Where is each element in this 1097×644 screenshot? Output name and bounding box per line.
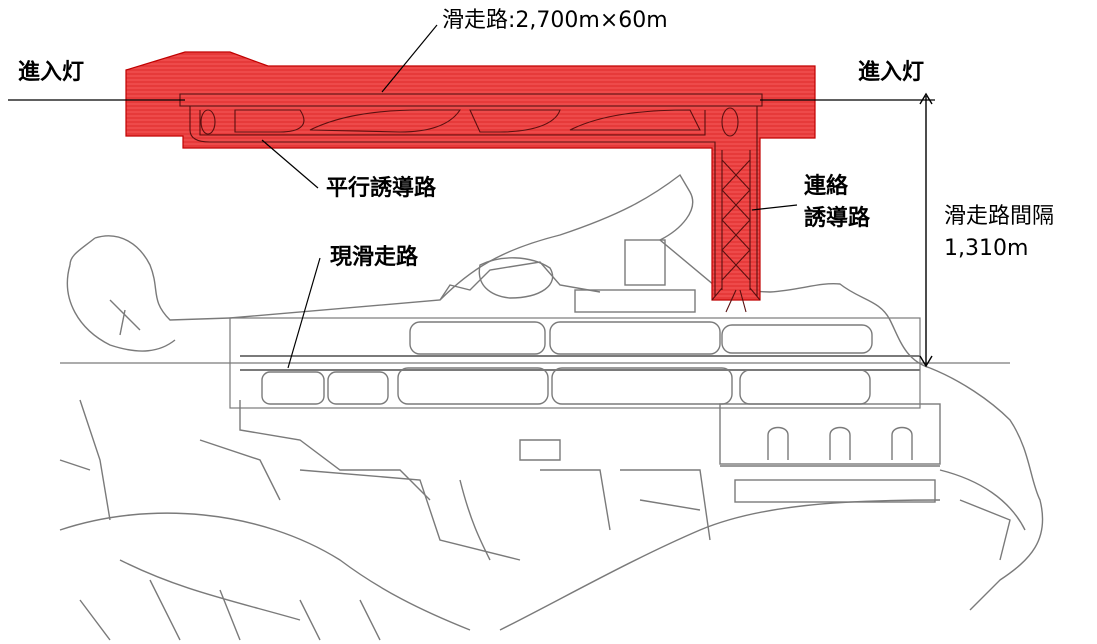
new-runway-plan [8, 51, 935, 313]
existing-runway-label: 現滑走路 [330, 245, 419, 270]
approach-light-label-left: 進入灯 [18, 60, 85, 85]
leader-lines [261, 24, 798, 369]
runway-spacing-label-line1: 滑走路間隔 [944, 204, 1055, 229]
runway-spacing-label-line2: 1,310m [944, 236, 1029, 261]
runway-spec-label: 滑走路:2,700m×60m [442, 8, 668, 33]
new-runway-area [125, 51, 816, 301]
parallel-taxiway-label: 平行誘導路 [326, 176, 437, 201]
existing-airport [59, 173, 1044, 641]
connecting-taxiway-label-line1: 連絡 [804, 174, 849, 199]
runway-spacing-dimension [919, 92, 933, 368]
connecting-taxiway-label-line2: 誘導路 [804, 206, 871, 231]
approach-light-label-right: 進入灯 [858, 60, 925, 85]
